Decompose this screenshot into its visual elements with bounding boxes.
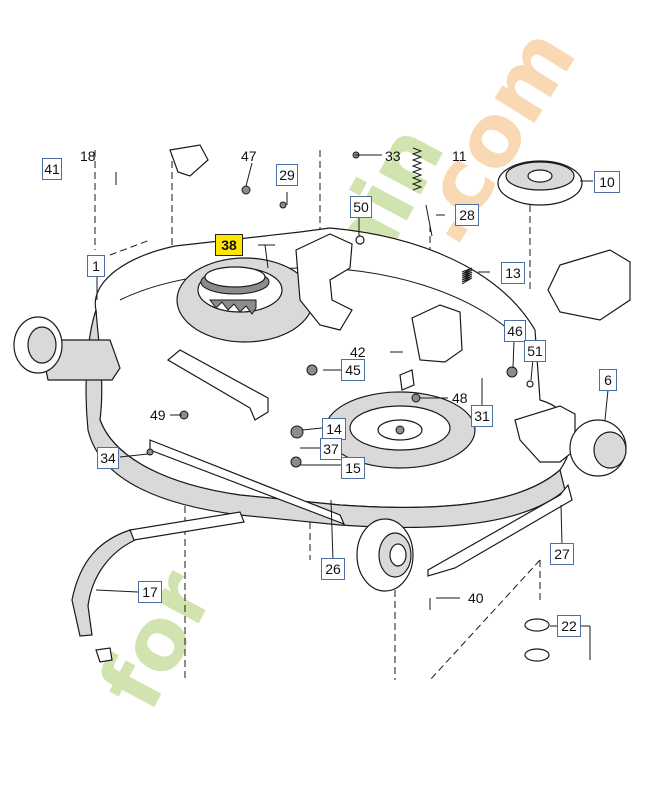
callout-49: 49 <box>150 407 166 423</box>
baffle-27 <box>427 483 573 577</box>
callout-41: 41 <box>42 158 62 180</box>
callout-46: 46 <box>504 320 526 342</box>
callout-51: 51 <box>524 340 546 362</box>
callout-50: 50 <box>350 196 372 218</box>
spring <box>461 267 473 285</box>
callout-11: 11 <box>452 148 467 164</box>
callout-15: 15 <box>341 457 365 479</box>
callout-28: 28 <box>455 204 479 226</box>
spring-upper <box>411 147 423 191</box>
callout-14: 14 <box>322 418 346 440</box>
callout-22: 22 <box>557 615 581 637</box>
hardware <box>95 151 550 663</box>
callout-42: 42 <box>350 344 366 360</box>
callout-17: 17 <box>138 581 162 603</box>
dash-line <box>429 559 541 681</box>
callout-45: 45 <box>341 359 365 381</box>
callout-26: 26 <box>321 558 345 580</box>
callout-48: 48 <box>452 390 468 406</box>
baffle-front <box>129 511 245 541</box>
callout-31: 31 <box>471 405 493 427</box>
callout-1: 1 <box>87 255 105 277</box>
callout-27: 27 <box>550 543 574 565</box>
callout-6: 6 <box>599 369 617 391</box>
callout-34: 34 <box>97 447 119 469</box>
arm-bracket <box>169 144 209 177</box>
callout-29: 29 <box>276 164 298 186</box>
mower-deck <box>13 227 576 529</box>
callout-38: 38 <box>215 234 243 256</box>
baffle-26 <box>149 439 346 526</box>
callout-40: 40 <box>468 590 484 606</box>
callout-18: 18 <box>80 148 96 164</box>
belt-cover <box>547 249 631 321</box>
callout-13: 13 <box>501 262 525 284</box>
callout-47: 47 <box>241 148 257 164</box>
pulley <box>497 160 583 206</box>
rod <box>425 204 433 237</box>
callout-10: 10 <box>594 171 620 193</box>
callout-37: 37 <box>320 438 342 460</box>
gauge-wheel-rear <box>569 419 627 477</box>
gauge-wheel-front <box>356 518 414 592</box>
dash-line <box>109 239 151 256</box>
callout-33: 33 <box>385 148 401 164</box>
